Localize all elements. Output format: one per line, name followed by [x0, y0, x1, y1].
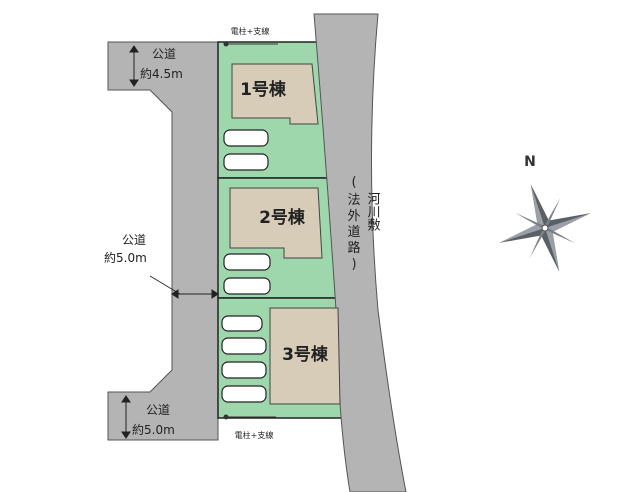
utility-pole-bottom: [223, 414, 276, 420]
river-side-sub-char: 法: [347, 193, 360, 208]
road-middle-width: 約5.0m: [104, 250, 147, 265]
road-width-arrow-middle: [149, 275, 219, 299]
river-side-sub-char: ): [351, 257, 356, 272]
road-middle-name: 公道: [122, 233, 146, 247]
car: [221, 315, 263, 332]
building-2-label: 2号棟: [259, 207, 306, 228]
road-width-arrow-top: [129, 45, 139, 87]
car: [223, 253, 271, 271]
parking-lot-1: [223, 129, 269, 171]
utility-pole-icon: [223, 41, 229, 47]
parking-lot-3: [221, 315, 267, 403]
utility-pole-top-label: 電柱+支線: [231, 26, 270, 36]
utility-pole-top: [223, 41, 278, 47]
river-side-sub-char: (: [351, 175, 356, 190]
road-top-left-name: 公道: [152, 47, 176, 61]
parking-lot-2: [223, 253, 271, 295]
road-width-arrow-bottom: [121, 395, 131, 439]
road-bottom-left-name: 公道: [146, 403, 170, 417]
car: [221, 337, 267, 355]
building-3-label: 3号棟: [282, 344, 329, 365]
river-side-sub-char: 外: [347, 209, 360, 224]
river-side-label: 河川敷 ( 法 外 道 路 ): [347, 175, 380, 272]
river-side-main-char: 河川敷: [365, 192, 381, 231]
river-side-sub-char: 道: [347, 225, 360, 240]
river-side-sub-char: 路: [347, 240, 360, 256]
car: [223, 129, 269, 147]
car: [221, 361, 267, 379]
utility-pole-bottom-label: 電柱+支線: [235, 430, 274, 440]
building-3: [269, 307, 341, 405]
building-1: [231, 63, 319, 125]
car: [223, 153, 269, 171]
car: [223, 277, 271, 295]
compass-rose-icon: [499, 184, 591, 272]
road-top-left-width: 約4.5m: [140, 66, 183, 81]
river-side-road: [313, 13, 407, 492]
compass-north-label: N: [524, 154, 536, 170]
car: [221, 385, 267, 403]
road-bottom-left-width: 約5.0m: [132, 422, 175, 437]
utility-pole-icon: [223, 414, 229, 420]
building-2: [229, 187, 323, 259]
building-1-label: 1号棟: [240, 79, 287, 100]
